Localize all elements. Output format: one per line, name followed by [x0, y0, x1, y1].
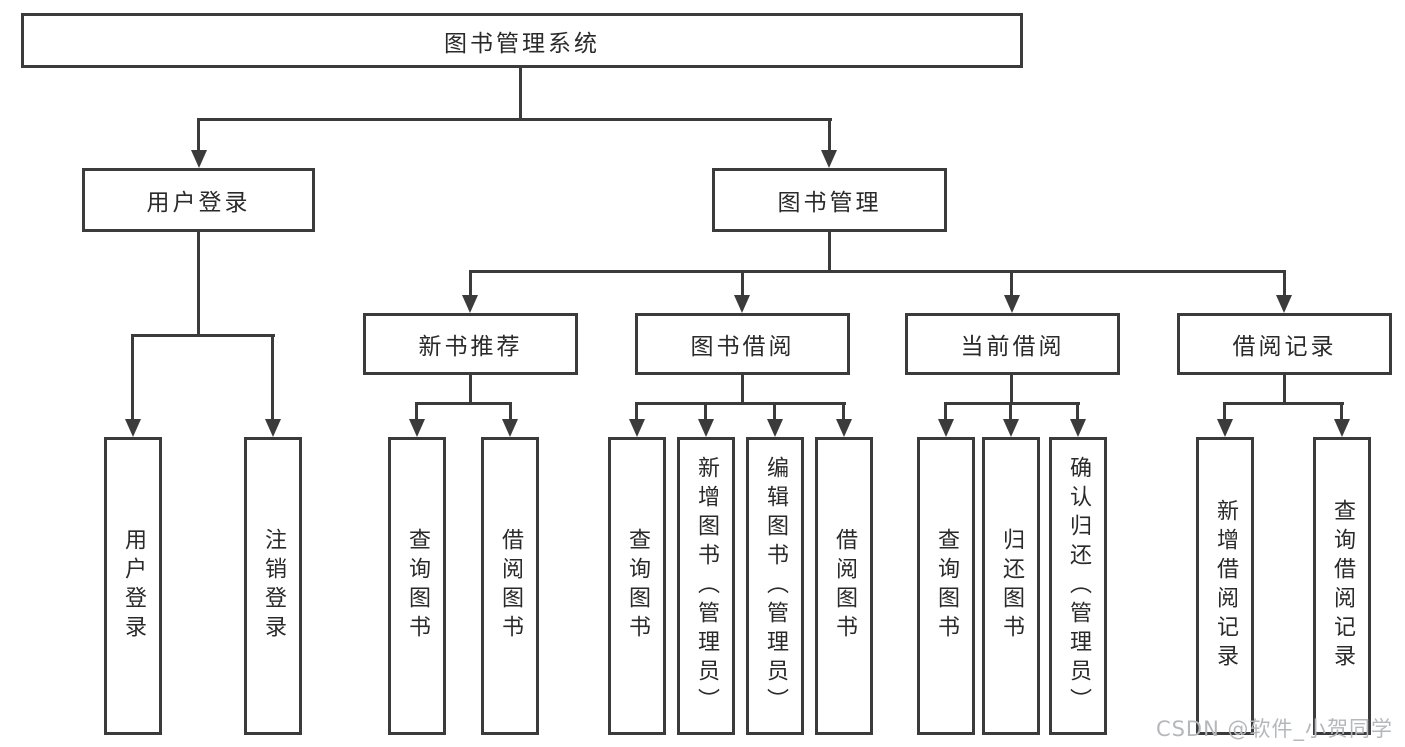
connector-line	[1223, 402, 1344, 405]
arrow-down-icon	[1070, 419, 1086, 437]
node-label: 图书管理	[777, 190, 882, 216]
leaf-query-borrow-record: 查询借阅记录	[1313, 437, 1371, 735]
leaf-label: 编辑图书（管理员）	[763, 455, 788, 717]
arrow-down-icon	[767, 419, 783, 437]
leaf-label: 查询图书	[405, 528, 430, 644]
connector-line	[415, 402, 418, 421]
leaf-label: 新增借阅记录	[1213, 499, 1238, 673]
arrow-down-icon	[836, 419, 852, 437]
connector-line	[773, 402, 776, 421]
arrow-down-icon	[698, 419, 714, 437]
node-user-login: 用户登录	[82, 168, 315, 232]
connector-line	[197, 232, 200, 336]
leaf-label: 用户登录	[121, 528, 146, 644]
connector-line	[131, 334, 275, 337]
node-new-book-recommend: 新书推荐	[363, 313, 578, 375]
leaf-logout: 注销登录	[244, 437, 302, 735]
arrow-down-icon	[1004, 295, 1020, 313]
arrow-down-icon	[1003, 419, 1019, 437]
arrow-down-icon	[821, 150, 837, 168]
leaf-label: 注销登录	[261, 528, 286, 644]
arrow-down-icon	[938, 419, 954, 437]
csdn-watermark: CSDN @软件_小贺同学	[1155, 717, 1393, 741]
arrow-down-icon	[265, 419, 281, 437]
connector-line	[944, 402, 947, 421]
node-book-management: 图书管理	[712, 168, 947, 232]
connector-line	[741, 375, 744, 404]
connector-line	[1009, 402, 1012, 421]
node-borrow-records: 借阅记录	[1177, 313, 1392, 375]
connector-line	[1223, 402, 1226, 421]
connector-line	[842, 402, 845, 421]
arrow-down-icon	[125, 419, 141, 437]
connector-line	[131, 334, 134, 421]
connector-line	[519, 68, 522, 120]
node-label: 图书管理系统	[444, 30, 600, 57]
connector-line	[944, 402, 1080, 405]
connector-line	[828, 118, 831, 152]
leaf-borrow-books-borrowing: 借阅图书	[815, 437, 873, 735]
node-label: 用户登录	[146, 190, 251, 216]
leaf-query-books-borrowing: 查询图书	[608, 437, 666, 735]
connector-line	[509, 402, 512, 421]
arrow-down-icon	[191, 150, 207, 168]
leaf-label: 归还图书	[999, 528, 1024, 644]
connector-line	[1340, 402, 1343, 421]
arrow-down-icon	[502, 419, 518, 437]
node-current-borrowing: 当前借阅	[905, 313, 1120, 375]
leaf-user-login: 用户登录	[104, 437, 162, 735]
connector-line	[635, 402, 638, 421]
connector-line	[197, 118, 200, 152]
node-label: 当前借阅	[960, 334, 1065, 360]
leaf-label: 确认归还（管理员）	[1066, 455, 1091, 717]
arrow-down-icon	[734, 295, 750, 313]
arrow-down-icon	[1276, 295, 1292, 313]
leaf-label: 查询借阅记录	[1330, 499, 1355, 673]
leaf-label: 查询图书	[934, 528, 959, 644]
leaf-return-books: 归还图书	[982, 437, 1040, 735]
node-label: 借阅记录	[1232, 334, 1337, 360]
leaf-edit-book-admin: 编辑图书（管理员）	[746, 437, 804, 735]
connector-line	[469, 270, 472, 297]
connector-line	[469, 375, 472, 404]
connector-line	[1010, 375, 1013, 404]
node-label: 图书借阅	[690, 334, 795, 360]
leaf-label: 借阅图书	[832, 528, 857, 644]
connector-line	[197, 118, 832, 121]
connector-line	[1076, 402, 1079, 421]
leaf-add-borrow-record: 新增借阅记录	[1196, 437, 1254, 735]
leaf-label: 查询图书	[625, 528, 650, 644]
connector-line	[635, 402, 846, 405]
leaf-label: 新增图书（管理员）	[694, 455, 719, 717]
leaf-query-books-recommend: 查询图书	[388, 437, 446, 735]
connector-line	[741, 270, 744, 297]
leaf-add-book-admin: 新增图书（管理员）	[677, 437, 735, 735]
connector-line	[415, 402, 512, 405]
connector-line	[469, 270, 1286, 273]
arrow-down-icon	[1217, 419, 1233, 437]
leaf-query-books-current: 查询图书	[917, 437, 975, 735]
leaf-label: 借阅图书	[498, 528, 523, 644]
connector-line	[704, 402, 707, 421]
node-library-system: 图书管理系统	[21, 13, 1023, 68]
connector-line	[271, 334, 274, 421]
arrow-down-icon	[629, 419, 645, 437]
leaf-borrow-books-recommend: 借阅图书	[481, 437, 539, 735]
connector-line	[1010, 270, 1013, 297]
connector-line	[1283, 270, 1286, 297]
node-label: 新书推荐	[418, 334, 523, 360]
arrow-down-icon	[462, 295, 478, 313]
leaf-confirm-return-admin: 确认归还（管理员）	[1049, 437, 1107, 735]
arrow-down-icon	[409, 419, 425, 437]
arrow-down-icon	[1334, 419, 1350, 437]
connector-line	[828, 232, 831, 272]
node-book-borrowing: 图书借阅	[635, 313, 850, 375]
connector-line	[1283, 375, 1286, 404]
